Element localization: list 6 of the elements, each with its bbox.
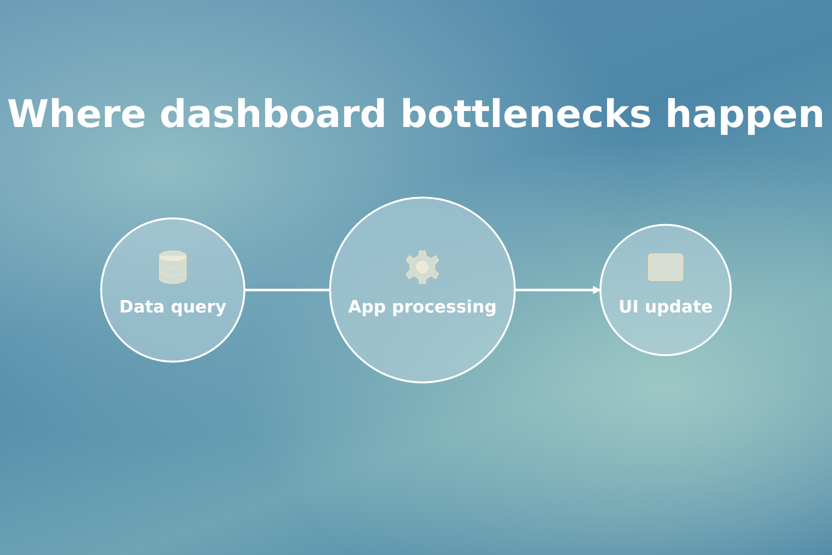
node-circle: App processing xyxy=(329,196,516,384)
node-circle: Data query xyxy=(100,217,246,363)
connector xyxy=(244,288,330,292)
node-circle: UI update xyxy=(599,224,732,356)
arrow xyxy=(514,286,601,294)
title: Where dashboard bottlenecks happen xyxy=(6,92,826,136)
